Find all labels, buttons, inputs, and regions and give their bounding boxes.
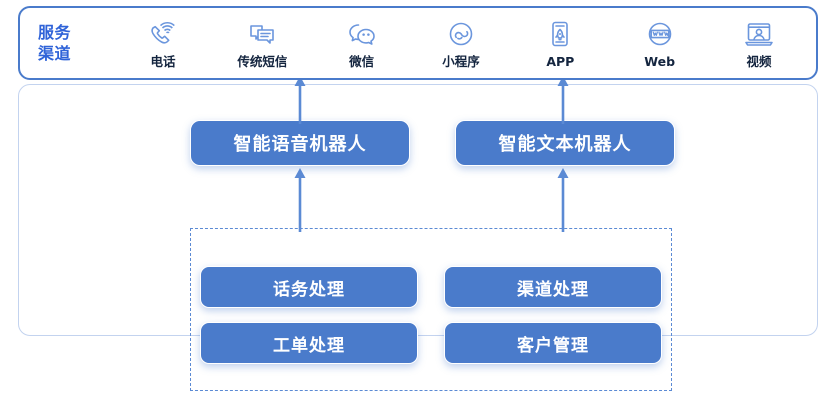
capability-customer-management[interactable]: 客户管理 [444, 322, 662, 364]
arrow-capabilities-to-text-robot [556, 168, 570, 232]
channel-label: 小程序 [442, 53, 480, 69]
sms-bubbles-icon [245, 18, 279, 52]
text-robot-label: 智能文本机器人 [498, 134, 632, 155]
channel-label: 电话 [150, 53, 176, 69]
channel-item-sms[interactable]: 传统短信 [215, 8, 309, 78]
channel-label: Web [644, 53, 676, 69]
capability-label: 话务处理 [273, 279, 345, 300]
arrow-capabilities-to-voice-robot [293, 168, 307, 232]
service-channel-title-line2: 渠道 [38, 44, 72, 63]
capability-label: 工单处理 [273, 335, 345, 356]
voice-robot-box[interactable]: 智能语音机器人 [190, 120, 410, 166]
channel-label: 传统短信 [237, 53, 288, 69]
arrow-text-robot-to-channels [556, 76, 570, 124]
channel-item-wechat[interactable]: 微信 [315, 8, 409, 78]
phone-signal-icon [146, 18, 180, 52]
capability-label: 客户管理 [517, 335, 589, 356]
smartphone-rocket-icon [543, 18, 577, 52]
channel-item-phone[interactable]: 电话 [116, 8, 210, 78]
miniprogram-circle-icon [444, 18, 478, 52]
channel-item-video[interactable]: 视频 [712, 8, 806, 78]
platform-container [18, 84, 818, 336]
channel-label: 视频 [746, 53, 772, 69]
wechat-bubbles-icon [345, 18, 379, 52]
service-channel-title-line1: 服务 [38, 23, 72, 42]
service-channel-title: 服务 渠道 [38, 22, 100, 64]
capability-channel-handling[interactable]: 渠道处理 [444, 266, 662, 308]
service-channel-bar: 服务 渠道 电话 [18, 6, 818, 80]
capability-label: 渠道处理 [517, 279, 589, 300]
channel-item-web[interactable]: Web [613, 8, 707, 78]
channel-item-app[interactable]: APP [513, 8, 607, 78]
channel-list: 电话 传统短信 [116, 8, 810, 78]
arrow-voice-robot-to-channels [293, 76, 307, 124]
robot-row: 智能语音机器人 智能文本机器人 [0, 120, 836, 166]
capability-call-handling[interactable]: 话务处理 [200, 266, 418, 308]
text-robot-box[interactable]: 智能文本机器人 [455, 120, 675, 166]
capabilities-group [190, 228, 672, 391]
globe-www-icon [643, 18, 677, 52]
channel-item-miniprogram[interactable]: 小程序 [414, 8, 508, 78]
laptop-person-icon [742, 18, 776, 52]
channel-label: 微信 [349, 53, 375, 69]
voice-robot-label: 智能语音机器人 [233, 134, 367, 155]
capability-ticket-handling[interactable]: 工单处理 [200, 322, 418, 364]
channel-label: APP [546, 53, 575, 69]
capabilities-grid: 话务处理 渠道处理 工单处理 客户管理 [190, 266, 672, 364]
